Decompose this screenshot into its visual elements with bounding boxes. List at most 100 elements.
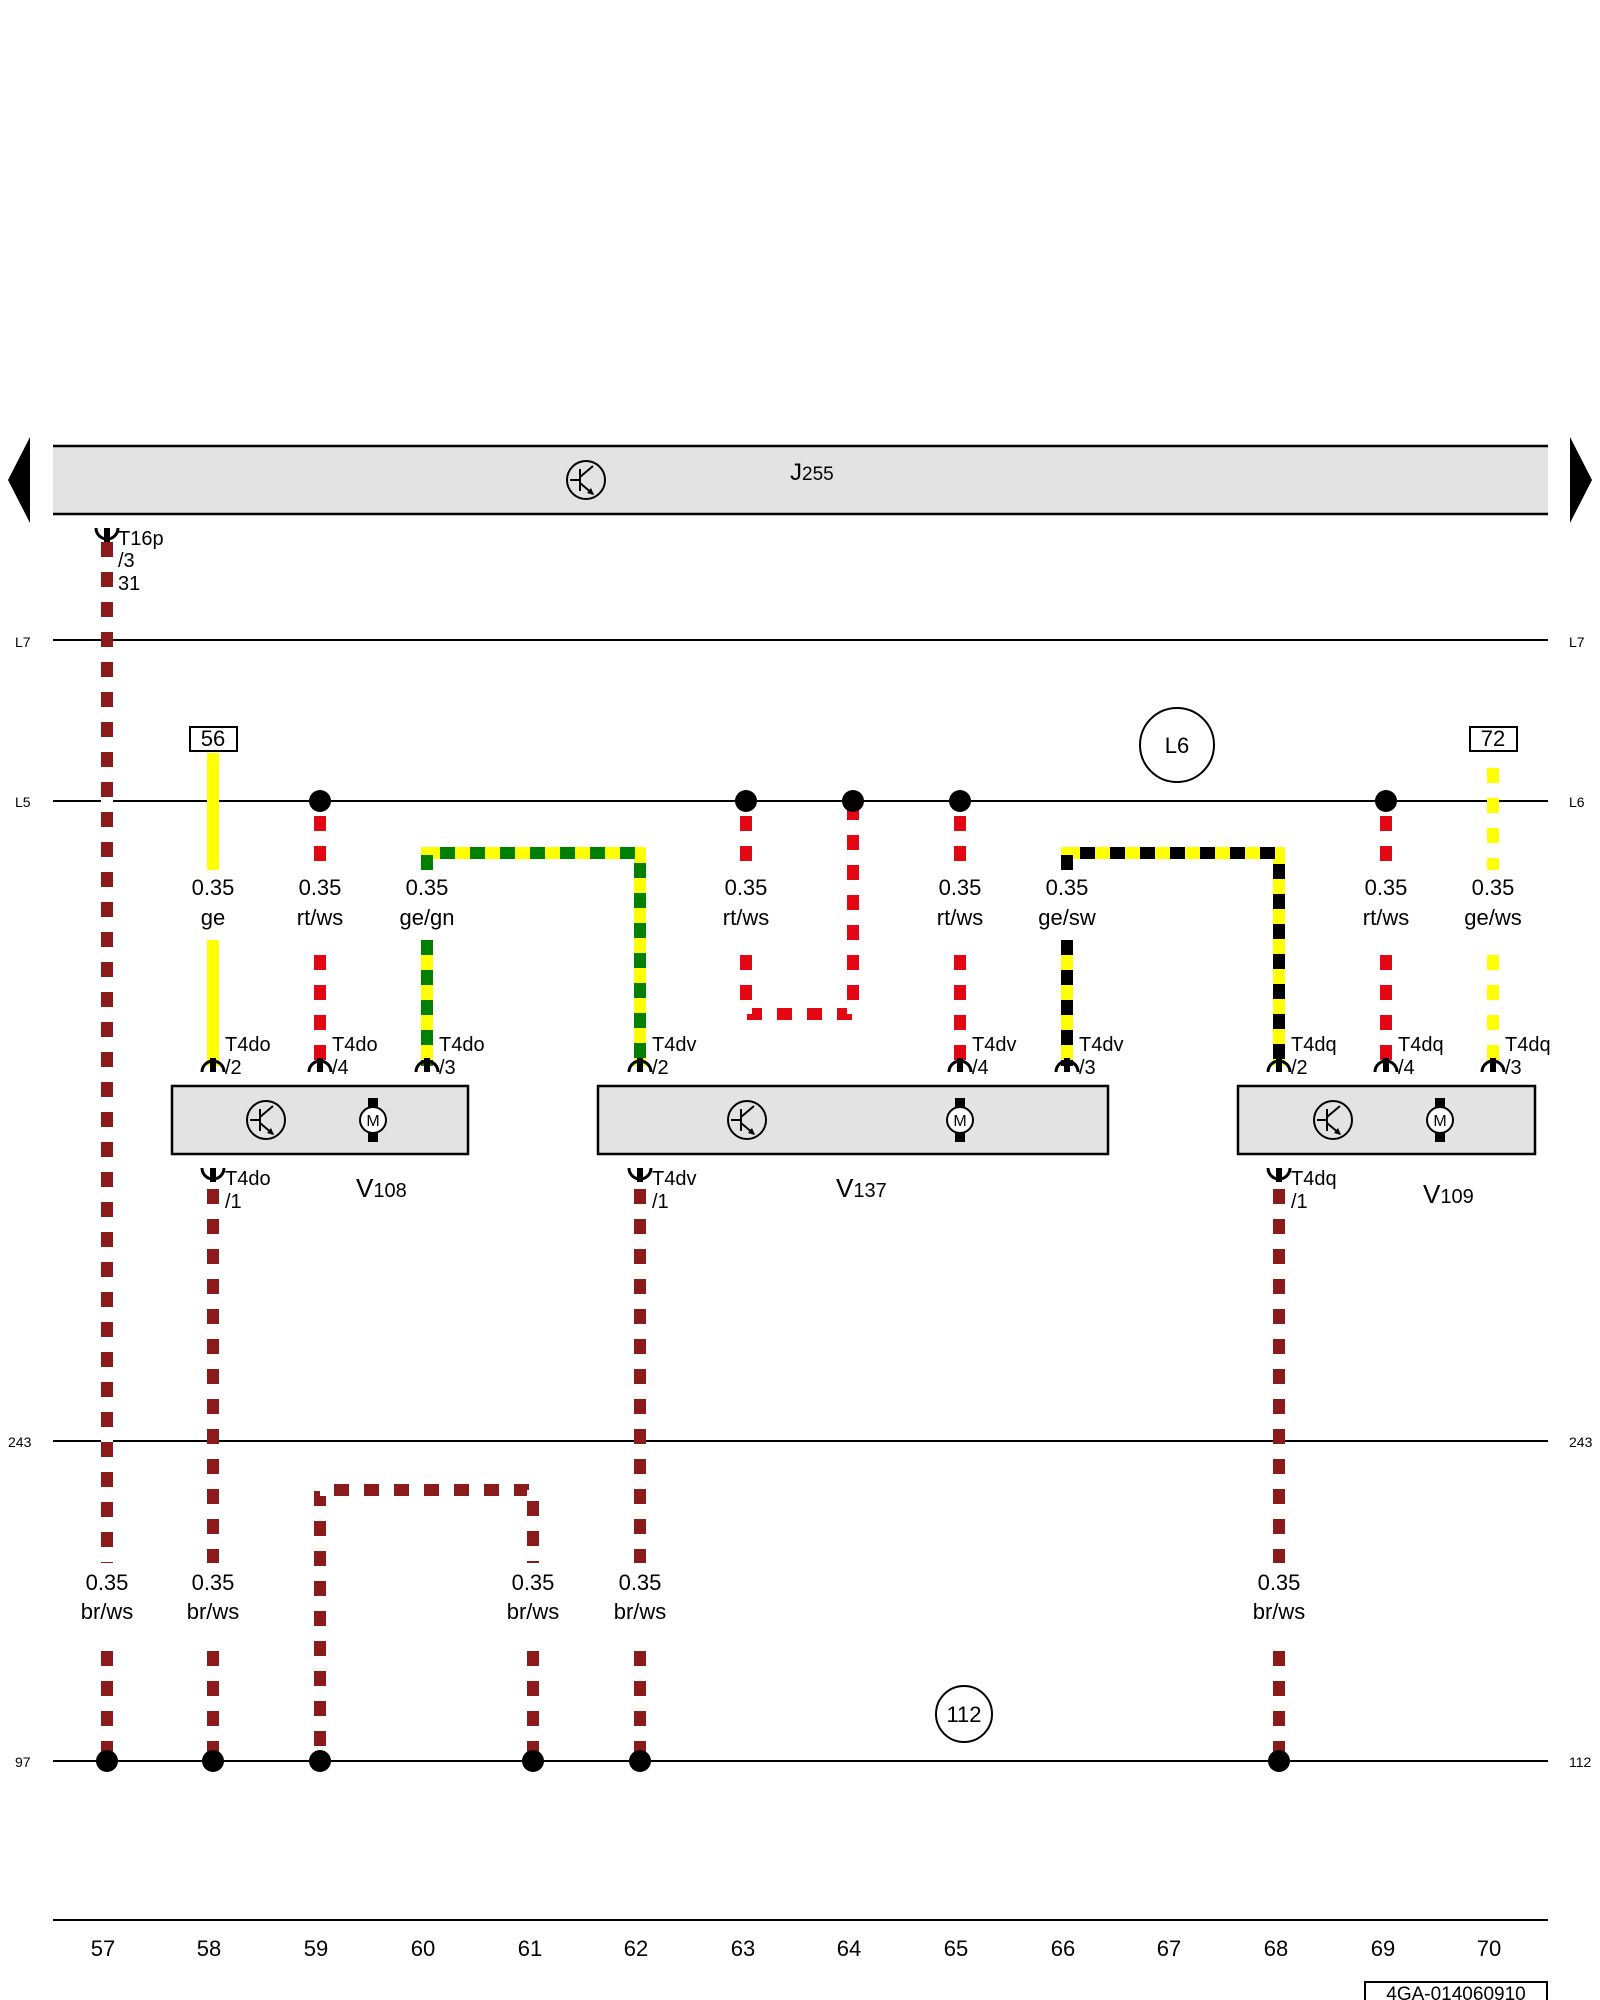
wire-size: 0.35 [192,875,235,900]
component-name: V [836,1173,854,1203]
connector-name: T4dv [972,1034,1016,1056]
column-number: 67 [1157,1936,1181,1961]
column-number: 65 [944,1936,968,1961]
component-number: 108 [373,1180,406,1202]
connector-label-58-top: T4do/2 [225,1034,271,1079]
motor-symbol-label: M [366,1113,379,1130]
reference-marker-112: 112 [935,1685,993,1743]
connector-pin-icon [627,1167,653,1182]
column-number: 58 [197,1936,221,1961]
connector-pin-icon [1373,1058,1399,1073]
connector-name: T4do [439,1034,485,1056]
column-number: 63 [731,1936,755,1961]
column-number: 59 [304,1936,328,1961]
next-page-arrow[interactable] [1570,437,1592,523]
component-number: 137 [853,1180,886,1202]
previous-page-arrow[interactable] [8,437,30,523]
motor-icon: M [359,1098,387,1142]
bus-label-l5-left: L5 [15,794,31,810]
connector-pin: /4 [1398,1057,1415,1079]
bus-label-l7-right: L7 [1569,634,1585,650]
connector-name: T4do [332,1034,378,1056]
wire-color: rt/ws [297,905,343,930]
wire-color: rt/ws [1363,905,1409,930]
potential-box-56: 56 [189,726,238,752]
connector-name: T4dv [652,1034,696,1056]
bus-label-243-right: 243 [1569,1434,1593,1450]
transistor-symbol [1313,1100,1353,1140]
connector-name: T4dv [652,1168,696,1190]
connector-name: T4dq [1291,1034,1337,1056]
connector-labels: T16p /3 31 T4do/2 T4do/4 T4do/3 T4dv/2 T… [118,528,1551,1213]
junction-dot [309,790,331,812]
junction-dot [629,1750,651,1772]
transistor-symbol [727,1100,767,1140]
column-numbers: 57 58 59 60 61 62 63 64 65 66 67 68 69 7… [91,1936,1501,1961]
connector-label-68-top: T4dq/2 [1291,1034,1337,1079]
connector-label-58-bottom: T4do/1 [225,1168,271,1213]
connector-label-t16p: T16p /3 31 [118,528,164,595]
motor-icon: M [1426,1098,1454,1142]
control-unit-j255: J255 [53,444,1548,516]
column-number: 70 [1477,1936,1501,1961]
connector-pin: /1 [225,1191,242,1213]
connector-pin-icon [307,1058,333,1073]
column-number: 64 [837,1936,861,1961]
bus-label-l7-left: L7 [15,634,31,650]
bus-label-243-left: 243 [8,1434,32,1450]
transistor-symbol [246,1100,286,1140]
junction-dot [1375,790,1397,812]
column-number: 68 [1264,1936,1288,1961]
connector-pin-icon [1266,1058,1292,1073]
junction-dot [202,1750,224,1772]
component-number: 109 [1440,1186,1473,1208]
junction-dots [96,790,1397,1772]
bus-labels: L7 L7 L5 L6 243 243 97 112 [8,634,1593,1770]
bus-label-97-left: 97 [15,1754,31,1770]
wire-size: 0.35 [86,1570,129,1595]
connector-pin-icon [1266,1167,1292,1182]
wire-59-61-bottom [314,1484,539,1761]
wire-color: br/ws [81,1599,134,1624]
wire-layer [101,527,1499,1761]
component-v109: M V109 [1236,1084,1537,1209]
wire-size: 0.35 [1258,1570,1301,1595]
junction-dot [842,790,864,812]
wire-color: br/ws [187,1599,240,1624]
component-name: V [1423,1179,1441,1209]
reference-marker-l6: L6 [1139,707,1215,783]
potential-box-72-label: 72 [1481,726,1505,751]
connector-label-62-top: T4dv/2 [652,1034,696,1079]
column-number: 60 [411,1936,435,1961]
wire-color: ge/gn [399,905,454,930]
connector-pin: /1 [652,1191,669,1213]
connector-pin-icon [1480,1058,1506,1073]
component-v108: M V108 [170,1084,470,1203]
connector-pin: /2 [652,1057,669,1079]
connector-label-62-bottom: T4dv/1 [652,1168,696,1213]
connector-pin-icon [200,1167,226,1182]
wire-color: rt/ws [937,905,983,930]
connector-name: T4do [225,1034,271,1056]
component-v108-label: V108 [356,1173,407,1203]
motor-symbol-label: M [953,1113,966,1130]
potential-box-72: 72 [1469,726,1518,752]
component-v137: M V137 [596,1084,1110,1203]
connector-pin-icon [94,527,120,542]
junction-dot [522,1750,544,1772]
connector-name: T4dq [1398,1034,1444,1056]
wire-size: 0.35 [192,1570,235,1595]
connector-label-70-top: T4dq/3 [1505,1034,1551,1079]
control-unit-number: 255 [802,464,834,485]
wire-size: 0.35 [619,1570,662,1595]
connector-pin: /4 [972,1057,989,1079]
connector-pin: /4 [332,1057,349,1079]
